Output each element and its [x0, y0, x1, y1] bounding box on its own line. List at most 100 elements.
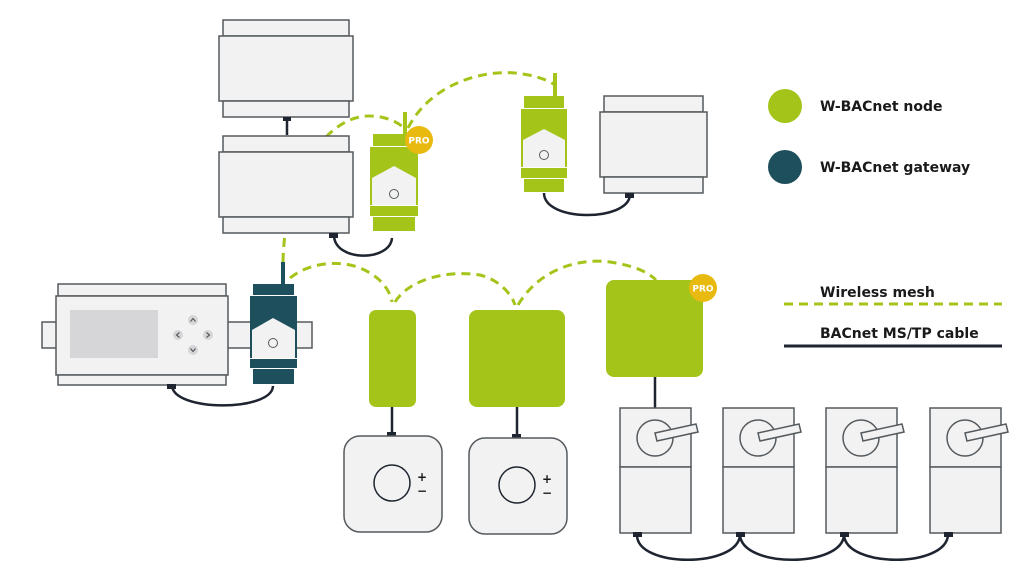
connector-icon	[840, 532, 849, 537]
actuator-lever-icon	[964, 423, 1009, 442]
bacnet-controller	[55, 283, 229, 386]
thermostat-plus[interactable]: +	[542, 472, 552, 486]
mesh-link-gateway-to-node-small	[289, 261, 394, 303]
cable-actuator-3-to-4	[842, 534, 950, 561]
actuator-lever-icon	[860, 423, 905, 442]
nav-up-button[interactable]	[188, 315, 198, 325]
pro-badge-label: PRO	[408, 137, 430, 147]
node-cap-top	[524, 96, 564, 108]
damper-actuator-2	[722, 407, 802, 534]
thermostat-body	[343, 435, 443, 533]
cable-controller-to-gateway	[170, 384, 275, 407]
controller-nav-buttons	[173, 315, 213, 355]
antenna-icon	[403, 112, 407, 136]
connector-icon	[167, 384, 176, 389]
cable-din-middle-to-pro-node	[332, 234, 394, 257]
node-label-plate	[372, 166, 416, 205]
connector-icon	[633, 532, 642, 537]
thermostat-dial[interactable]	[498, 466, 536, 504]
din-device-top	[218, 19, 354, 118]
legend-cable-label: BACnet MS/TP cable	[820, 326, 979, 342]
thermostat-dial[interactable]	[373, 464, 411, 502]
node-led-icon	[539, 150, 549, 160]
thermostat-2: + −	[468, 437, 568, 535]
actuator-lever-icon	[654, 423, 699, 442]
node-band	[521, 168, 567, 178]
thermostat-1: + −	[343, 435, 443, 533]
w-bacnet-node-small	[369, 310, 416, 407]
thermostat-minus[interactable]: −	[542, 486, 552, 500]
din-device-middle-base	[222, 216, 350, 234]
nav-down-button[interactable]	[188, 345, 198, 355]
legend: W-BACnet node W-BACnet gateway Wireless …	[768, 89, 1002, 348]
w-bacnet-gateway	[250, 262, 297, 384]
controller-cap	[57, 283, 227, 297]
mesh-link-node-small-to-node-square	[393, 272, 517, 306]
actuator-bottom	[825, 466, 898, 534]
antenna-icon	[553, 73, 557, 97]
actuator-bottom	[722, 466, 795, 534]
w-bacnet-node-pro-din: PRO	[370, 112, 433, 231]
nav-left-button[interactable]	[173, 330, 183, 340]
mesh-link-node-square-to-pro-square	[516, 259, 658, 306]
w-bacnet-node-din-right	[521, 73, 567, 192]
gateway-cap-top	[253, 284, 294, 295]
cable-actuator-1-to-2	[635, 534, 742, 561]
node-label-plate	[523, 129, 565, 167]
legend-gateway-label: W-BACnet gateway	[820, 160, 970, 176]
antenna-icon	[281, 262, 285, 284]
connector-icon	[625, 193, 634, 198]
chevron-up-icon	[190, 317, 196, 322]
din-device-top-body	[218, 35, 354, 102]
damper-actuator-1	[619, 407, 699, 534]
cable-node-to-din-right	[542, 192, 632, 217]
din-device-middle	[218, 135, 354, 234]
node-body	[606, 280, 703, 377]
node-cap-bottom	[524, 179, 564, 192]
thermostat-body	[468, 437, 568, 535]
node-cap-top	[373, 134, 415, 146]
legend-gateway-swatch	[768, 150, 802, 184]
node-led-icon	[389, 189, 399, 199]
controller-base	[57, 374, 227, 386]
connector-icon	[944, 532, 953, 537]
actuator-lever-icon	[757, 423, 802, 442]
legend-wireless-label: Wireless mesh	[820, 285, 935, 301]
gateway-led-icon	[268, 338, 278, 348]
connector-icon	[387, 432, 396, 437]
gateway-cap-bottom	[253, 369, 294, 384]
cable-actuator-2-to-3	[738, 534, 846, 561]
chevron-right-icon	[206, 332, 211, 338]
actuators	[619, 407, 1009, 534]
actuator-connectors	[633, 532, 953, 537]
damper-actuator-4	[929, 407, 1009, 534]
connector-icon	[329, 233, 338, 238]
din-device-top-base	[222, 100, 350, 118]
din-device-middle-cap	[222, 135, 350, 153]
thermostat-plus[interactable]: +	[417, 470, 427, 484]
actuator-bottom	[619, 466, 692, 534]
din-device-right-body	[599, 111, 708, 178]
wireless-mesh-links	[281, 71, 658, 306]
nav-arrow-icons	[175, 317, 211, 353]
connector-icon	[283, 117, 291, 121]
din-device-right-cap	[603, 95, 704, 113]
damper-actuator-3	[825, 407, 905, 534]
pro-badge	[405, 126, 433, 154]
pro-badge	[689, 274, 717, 302]
mesh-link-pro-node-to-node-top-right	[406, 71, 556, 129]
connector-icon	[512, 434, 521, 439]
din-device-middle-body	[218, 151, 354, 218]
din-device-right	[599, 95, 708, 194]
w-bacnet-node-square	[469, 310, 565, 407]
nav-right-button[interactable]	[203, 330, 213, 340]
chevron-left-icon	[175, 332, 180, 338]
chevron-down-icon	[190, 348, 196, 353]
controller-screen	[70, 310, 158, 358]
din-device-top-cap	[222, 19, 350, 37]
gateway-band	[250, 359, 297, 368]
ms-tp-daisy-chain	[635, 534, 950, 561]
thermostat-minus[interactable]: −	[417, 484, 427, 498]
din-device-right-base	[603, 176, 704, 194]
